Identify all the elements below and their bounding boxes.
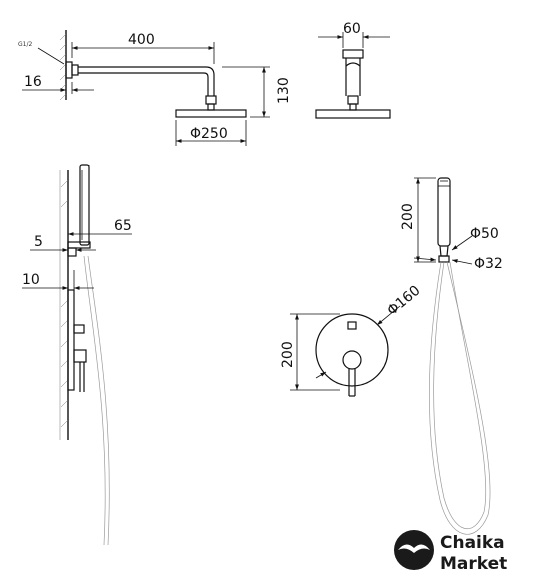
thread-size-label: G1/2 [18, 41, 32, 48]
dimension-hand-shower-head: Φ50 [470, 226, 499, 242]
chaika-market-logo: Chaika Market [394, 530, 507, 574]
mixer-plate-view: Φ160 200 [280, 283, 423, 397]
dimension-rain-head-diameter: Φ250 [190, 126, 228, 142]
wall-hatching [59, 33, 67, 101]
dimension-hand-shower-handle: Φ32 [474, 256, 503, 272]
dimension-mixer-depth: 10 [22, 272, 40, 288]
dimension-wall-depth: 16 [24, 74, 42, 90]
dimension-holder-depth: 65 [114, 218, 132, 234]
section-hatching [60, 179, 69, 428]
shower-arm-front-view: G1/2 400 16 130 Φ250 [18, 30, 292, 146]
dimension-holder-offset: 5 [34, 234, 43, 250]
dimension-mixer-plate-height: 200 [280, 341, 296, 368]
seagull-icon [398, 544, 430, 553]
wall-section-view: 65 5 10 [22, 164, 132, 546]
logo-line1: Chaika [440, 533, 505, 553]
dimension-side-width: 60 [343, 21, 361, 37]
dimension-hand-shower-length: 200 [400, 203, 416, 230]
dimension-arm-length: 400 [128, 32, 155, 48]
shower-arm-side-view: 60 [315, 21, 391, 119]
dimension-mixer-plate-diameter: Φ160 [384, 283, 423, 320]
hand-shower-view: 200 Φ50 Φ32 [400, 177, 503, 535]
logo-line2: Market [440, 554, 507, 574]
dimension-arm-height: 130 [276, 77, 292, 104]
